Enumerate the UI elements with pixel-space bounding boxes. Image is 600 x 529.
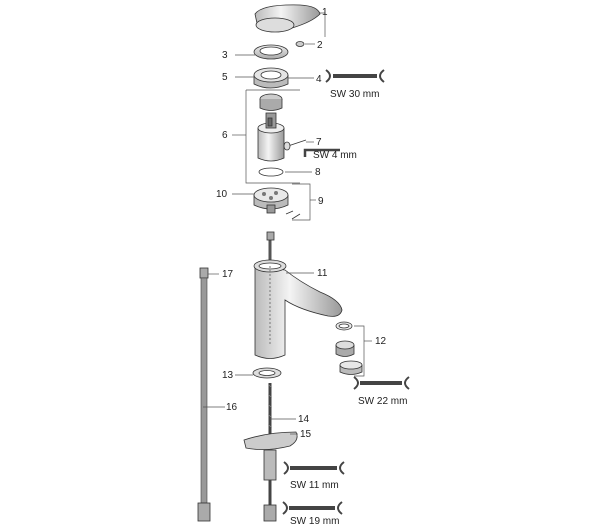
leader-lines: [203, 12, 372, 435]
callout-8: 8: [315, 167, 321, 178]
o-ring-part: [258, 167, 284, 177]
callout-10: 10: [216, 189, 228, 200]
cartridge-part: [257, 93, 285, 162]
callout-14: 14: [298, 414, 310, 425]
callout-11: 11: [317, 268, 328, 279]
callout-9: 9: [318, 196, 324, 207]
spout-body-part: [253, 231, 343, 359]
wrench-sw19-icon: [282, 501, 343, 515]
callout-3: 3: [222, 50, 228, 61]
wrench-size-sw30: SW 30 mm: [330, 89, 379, 100]
wrench-size-sw22: SW 22 mm: [358, 396, 407, 407]
callout-7: 7: [316, 137, 322, 148]
wrench-size-sw4: SW 4 mm: [313, 150, 357, 161]
callout-13: 13: [222, 370, 234, 381]
wrench-sw11-icon: [283, 461, 345, 475]
cartridge-screw-part: [283, 139, 307, 151]
wrench-size-sw19: SW 19 mm: [290, 516, 339, 527]
lever-handle-part: [254, 4, 321, 33]
wrench-sw30-icon: [325, 69, 385, 83]
threaded-rod-part: [267, 383, 273, 440]
base-gasket-part: [252, 367, 282, 379]
valve-base-part: [253, 187, 289, 214]
callout-4: 4: [316, 74, 322, 85]
bonnet-nut-part: [253, 67, 289, 89]
callout-16: 16: [226, 402, 238, 413]
callout-2: 2: [317, 40, 323, 51]
cover-ring-part: [253, 44, 289, 60]
flexible-hose-part: [197, 267, 211, 522]
callout-15: 15: [300, 429, 312, 440]
grub-screw-part: [295, 41, 305, 47]
callout-17: 17: [222, 269, 234, 280]
callout-1: 1: [322, 7, 328, 18]
callout-6: 6: [222, 130, 228, 141]
callout-12: 12: [375, 336, 387, 347]
wrench-size-sw11: SW 11 mm: [290, 480, 339, 491]
small-screws-part: [285, 210, 301, 220]
clamp-plate-part: [243, 431, 298, 522]
allen-key-tool: [303, 148, 340, 157]
callout-5: 5: [222, 72, 228, 83]
aerator-part: [335, 321, 363, 375]
wrench-sw22-icon: [353, 376, 410, 390]
